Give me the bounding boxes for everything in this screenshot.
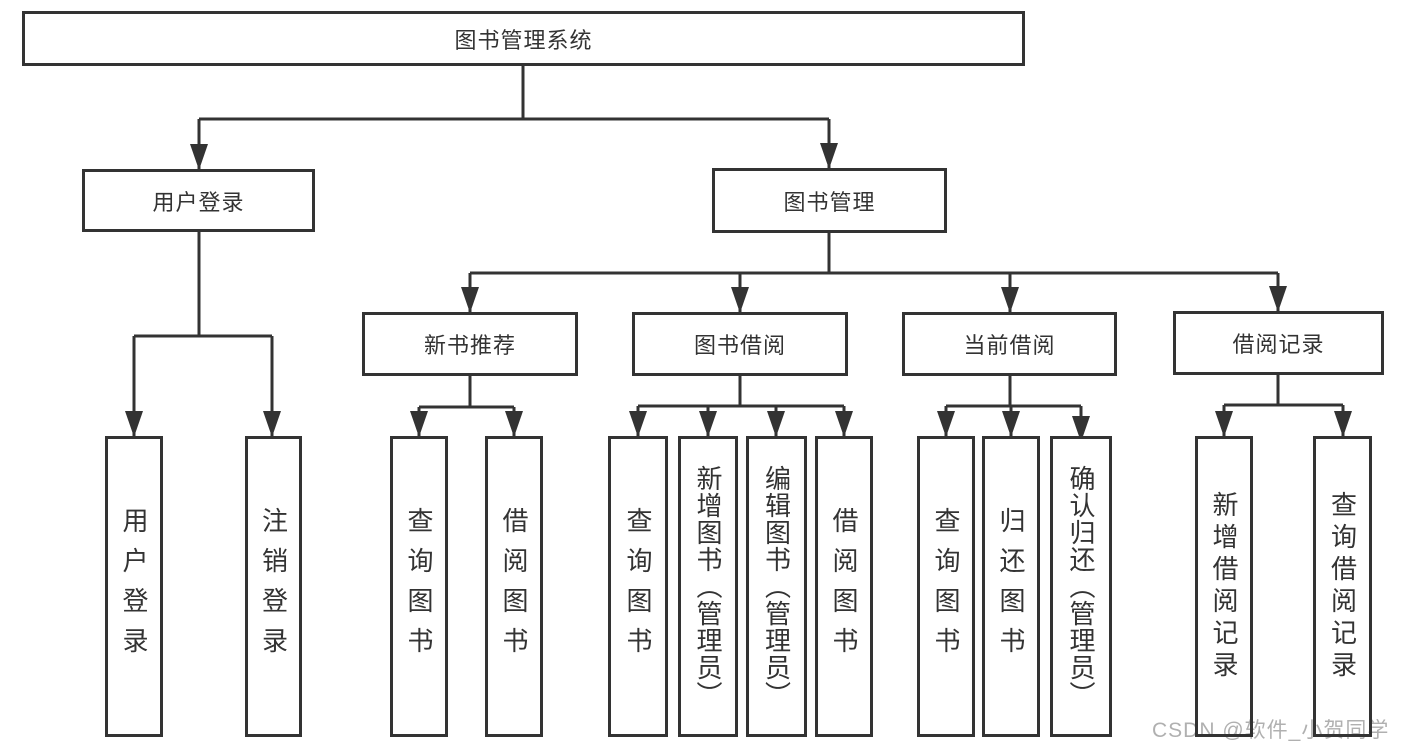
leaf-borrow-books: 借阅图书 — [815, 436, 873, 737]
leaf-query-borrow-record: 查询借阅记录 — [1313, 436, 1372, 737]
node-new-book-recommend: 新书推荐 — [362, 312, 578, 376]
leaf-return-books: 归还图书 — [982, 436, 1040, 737]
leaf-logout: 注销登录 — [245, 436, 302, 737]
node-book-management-system: 图书管理系统 — [22, 11, 1025, 66]
node-book-borrowing: 图书借阅 — [632, 312, 848, 376]
node-borrow-records: 借阅记录 — [1173, 311, 1384, 375]
leaf-edit-books-admin: 编辑图书（管理员） — [746, 436, 807, 737]
leaf-confirm-return-admin: 确认归还（管理员） — [1050, 436, 1112, 737]
leaf-add-borrow-record: 新增借阅记录 — [1195, 436, 1253, 737]
node-current-borrowing: 当前借阅 — [902, 312, 1117, 376]
leaf-query-books-current: 查询图书 — [917, 436, 975, 737]
leaf-borrow-books-recommend: 借阅图书 — [485, 436, 543, 737]
leaf-query-books-recommend: 查询图书 — [390, 436, 448, 737]
leaf-query-books-borrowing: 查询图书 — [608, 436, 668, 737]
csdn-watermark: CSDN @软件_小贺同学 — [1152, 719, 1390, 742]
leaf-user-login: 用户登录 — [105, 436, 163, 737]
node-user-login: 用户登录 — [82, 169, 315, 232]
node-book-management: 图书管理 — [712, 168, 947, 233]
leaf-add-books-admin: 新增图书（管理员） — [678, 436, 738, 737]
